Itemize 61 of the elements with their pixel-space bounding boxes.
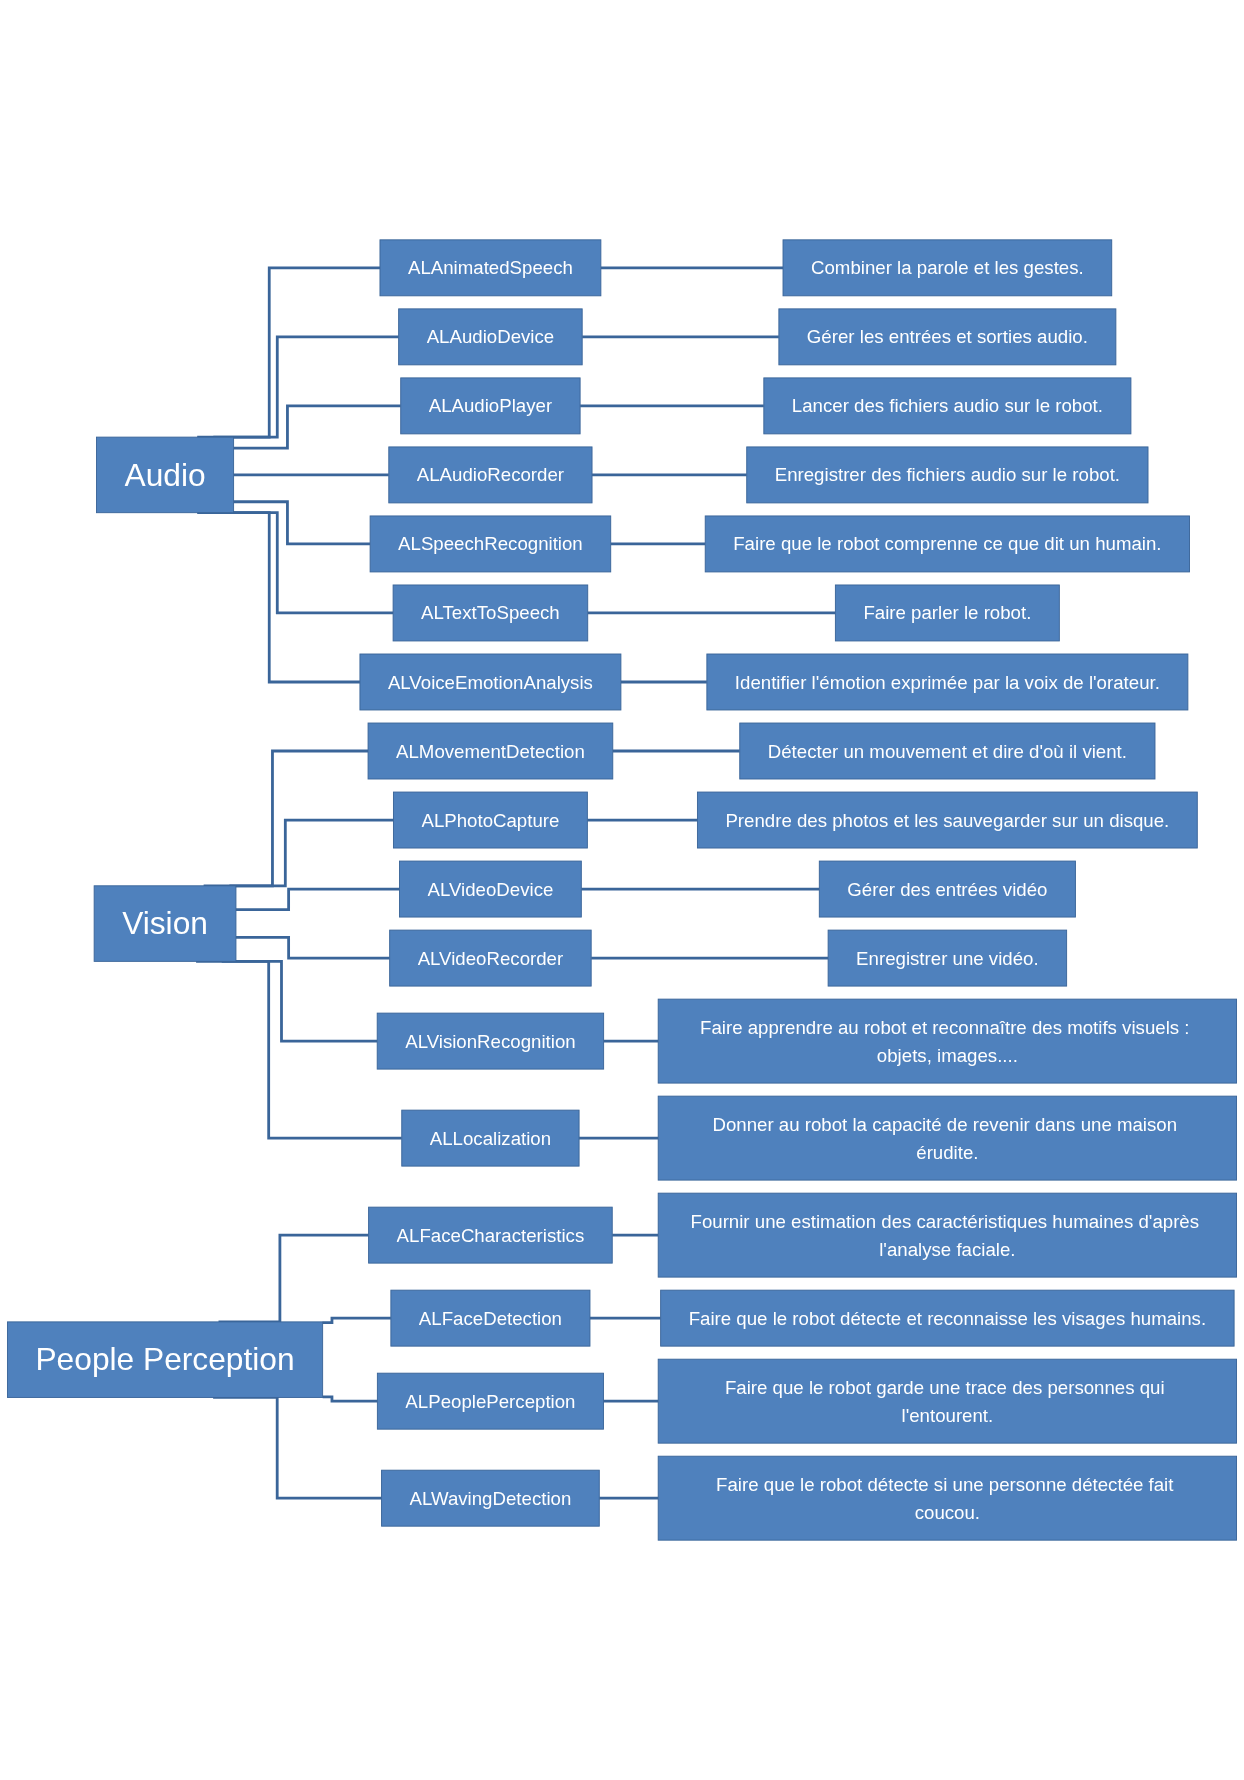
- connector: [581, 887, 820, 891]
- node-box: Faire que le robot détecte et reconnaisse les visages humains.: [660, 1289, 1235, 1347]
- node-box: Audio: [96, 436, 235, 514]
- connector: [579, 1136, 659, 1140]
- connector: [612, 749, 740, 753]
- connector: [233, 500, 371, 546]
- node-box: Identifier l'émotion exprimée par la voix de l'orateur.: [706, 653, 1189, 711]
- node-box: ALAnimatedSpeech: [379, 239, 602, 297]
- node-box: ALVideoDevice: [399, 860, 582, 918]
- node-box: Gérer les entrées et sorties audio.: [778, 308, 1117, 366]
- node-box: Lancer des fichiers audio sur le robot.: [763, 377, 1132, 435]
- node-box: Faire que le robot garde une trace des personnes qui l'entourent.: [657, 1358, 1237, 1444]
- node-box: Faire apprendre au robot et reconnaître des motifs visuels : objets, images....: [657, 998, 1237, 1084]
- node-box: ALPhotoCapture: [393, 791, 588, 849]
- node-box: ALLocalization: [401, 1109, 580, 1167]
- connector: [610, 542, 706, 546]
- connector: [580, 404, 764, 408]
- node-box: ALVideoRecorder: [389, 929, 592, 987]
- connector: [233, 473, 389, 477]
- node-box: Vision: [93, 885, 237, 962]
- connector: [603, 1039, 659, 1043]
- node-box: ALAudioPlayer: [400, 377, 581, 435]
- connector: [582, 335, 779, 339]
- node-box: ALAudioRecorder: [388, 446, 593, 504]
- connector: [587, 611, 836, 615]
- node-box: ALFaceCharacteristics: [368, 1206, 613, 1264]
- node-box: Enregistrer une vidéo.: [827, 929, 1068, 987]
- connector: [620, 680, 707, 684]
- node-box: People Perception: [7, 1321, 324, 1398]
- node-box: Combiner la parole et les gestes.: [782, 239, 1113, 297]
- node-box: ALWavingDetection: [381, 1469, 600, 1527]
- node-box: Gérer des entrées vidéo: [818, 860, 1076, 918]
- connector: [599, 1496, 659, 1500]
- node-box: ALSpeechRecognition: [369, 515, 612, 573]
- node-box: ALTextToSpeech: [392, 584, 589, 642]
- node-box: ALAudioDevice: [398, 308, 583, 366]
- node-box: Faire que le robot comprenne ce que dit un humain.: [704, 515, 1190, 573]
- connector: [322, 1316, 391, 1324]
- connector: [603, 1399, 659, 1403]
- node-box: Faire parler le robot.: [834, 584, 1060, 642]
- node-box: Détecter un mouvement et dire d'où il vient.: [739, 722, 1156, 780]
- node-box: ALPeoplePerception: [376, 1372, 604, 1430]
- connector: [235, 936, 390, 960]
- connector: [612, 1233, 659, 1237]
- connector: [235, 887, 400, 912]
- connector: [592, 473, 747, 477]
- node-box: Donner au robot la capacité de revenir dans une maison érudite.: [657, 1095, 1237, 1181]
- node-box: Prendre des photos et les sauvegarder sur un disque.: [697, 791, 1198, 849]
- node-box: Faire que le robot détecte si une personne détectée fait coucou.: [657, 1455, 1237, 1541]
- node-box: ALFaceDetection: [390, 1289, 591, 1347]
- connector: [600, 266, 783, 270]
- connector: [233, 404, 401, 450]
- connector: [589, 1316, 661, 1320]
- connector: [322, 1395, 378, 1403]
- connector: [587, 818, 698, 822]
- node-box: ALVisionRecognition: [376, 1012, 605, 1070]
- connector: [591, 956, 829, 960]
- node-box: Enregistrer des fichiers audio sur le robot.: [746, 446, 1149, 504]
- node-box: Fournir une estimation des caractéristiques humaines d'après l'analyse faciale.: [657, 1192, 1237, 1278]
- node-box: ALVoiceEmotionAnalysis: [359, 653, 622, 711]
- node-box: ALMovementDetection: [367, 722, 614, 780]
